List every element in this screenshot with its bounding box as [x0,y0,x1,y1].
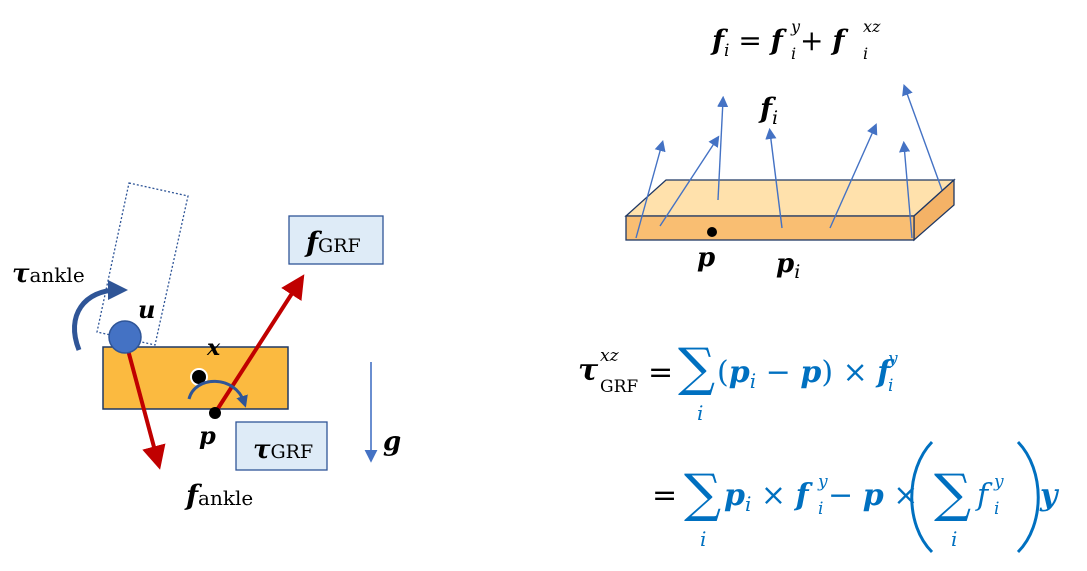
force-arrow [899,140,913,239]
svg-text:=: = [652,478,677,513]
svg-text:− p ×: − p × [828,478,918,513]
force-arrow [717,95,729,201]
plate-top-face [624,179,956,217]
f-i-label: fi [758,92,778,129]
force-arrow [902,84,943,191]
force-decomposition-equation: fi = f y i + f xz i [710,17,881,63]
svg-text:∑: ∑ [678,338,715,398]
svg-text:i: i [697,401,703,425]
svg-text:τ: τ [578,353,599,388]
tau-grf-box [235,421,328,471]
grf-torque-arrow [187,379,248,408]
force-arrow [659,135,720,227]
svg-text:y: y [887,349,898,369]
svg-text:i: i [994,499,999,519]
svg-text:∑: ∑ [934,464,971,524]
cop-point [707,227,717,237]
ankle-joint [108,320,142,354]
torque-equation-2: = ∑ i pi × f y i − p × ∑ i f y i y [652,440,1060,554]
force-arrow [765,127,783,229]
p-label: p [697,243,715,273]
svg-text:y: y [993,472,1004,492]
f-grf-label: fGRF [304,226,361,259]
contact-plate-diagram: fi = f y i + f xz i fi p pi [624,17,956,283]
svg-text:+ f: + f [800,24,849,57]
p-label: p [199,421,216,450]
left-paren [910,440,934,554]
f-grf-box [288,215,384,265]
svg-text:=: = [648,355,673,390]
torque-equation-1: τ xz GRF = ∑ i (pi − p) × f y i [578,338,898,425]
svg-text:(pi − p) × f: (pi − p) × f [717,355,895,393]
svg-text:y: y [1039,478,1060,513]
cop-point [209,407,221,419]
svg-text:y: y [817,472,828,492]
svg-text:xz: xz [600,346,620,366]
x-label: x [206,335,221,361]
tau-grf-label: τGRF [253,435,313,465]
foot-diagram: fGRF τGRF τankle u x p g fankle [12,182,401,512]
p-i-label: pi [776,249,800,283]
svg-text:y: y [790,17,801,36]
tau-ankle-label: τankle [12,259,85,289]
ankle-force-arrow [126,349,166,470]
ankle-torque-arrow [72,280,128,351]
svg-text:i: i [888,376,893,396]
grf-force-arrow [213,274,305,415]
svg-text:pi × f: pi × f [724,478,814,516]
plate-front-face [625,215,915,241]
svg-text:i: i [818,499,823,519]
svg-text:i: i [700,527,706,551]
shank-outline [96,182,189,346]
force-arrow [635,139,666,239]
u-label: u [138,295,155,324]
force-arrow [829,123,878,229]
f-ankle-label: fankle [184,479,253,512]
g-label: g [383,427,401,457]
svg-text:i: i [951,527,957,551]
svg-text:i: i [863,44,868,63]
svg-text:xz: xz [863,17,881,36]
svg-text:i: i [791,44,796,63]
svg-text:f: f [975,478,993,513]
right-paren [1016,440,1040,554]
svg-text:GRF: GRF [600,377,638,397]
svg-text:fi = f: fi = f [710,24,788,61]
svg-text:∑: ∑ [684,464,721,524]
